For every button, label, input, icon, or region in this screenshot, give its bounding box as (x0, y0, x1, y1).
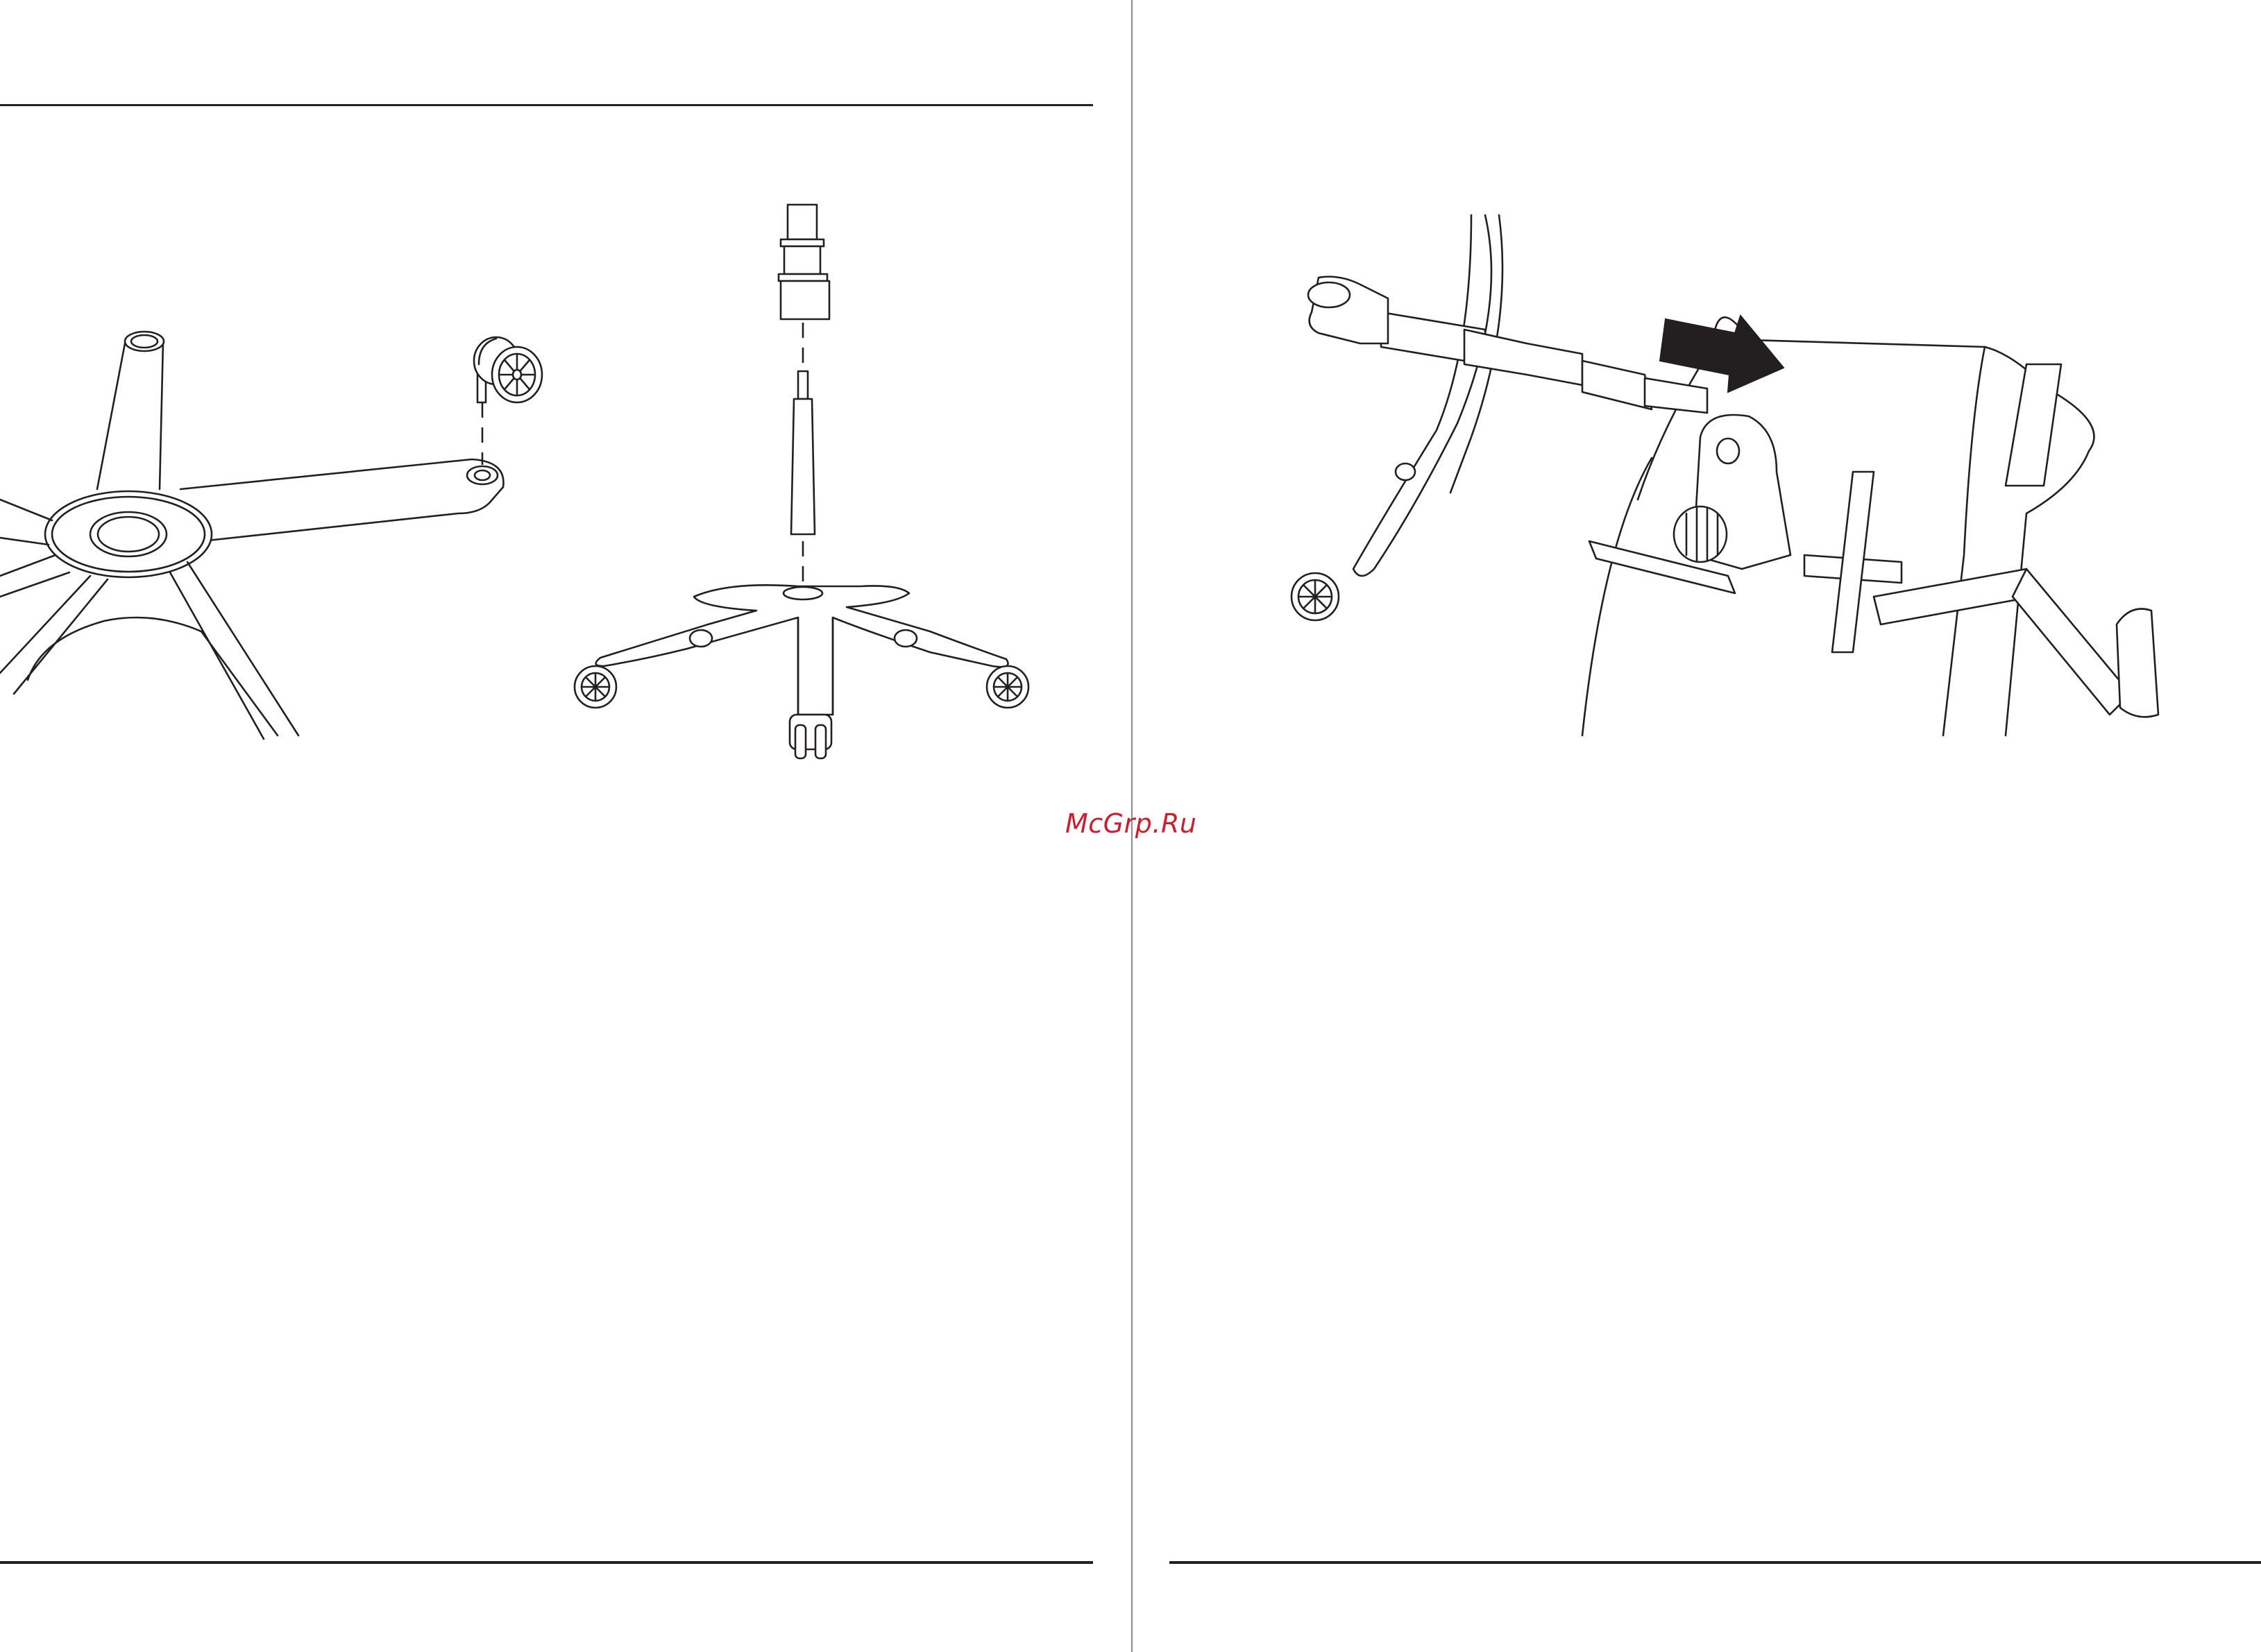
top-rule-left-page (0, 104, 1093, 106)
bottom-rule-left-page (0, 1561, 1093, 1564)
direction-arrow-icon (1660, 316, 1784, 392)
seat-mechanism-arrow-illustration (1277, 208, 2179, 749)
bottom-rule-right-page (1169, 1561, 2261, 1564)
seat-mechanism-figure (1277, 208, 2179, 749)
caster-insertion-figure (0, 305, 555, 749)
gas-lift-exploded-illustration (569, 187, 1055, 777)
star-base-with-caster-illustration (0, 305, 555, 749)
watermark: McGrp.Ru (1065, 808, 1196, 839)
gas-lift-assembly-figure (569, 187, 1055, 777)
